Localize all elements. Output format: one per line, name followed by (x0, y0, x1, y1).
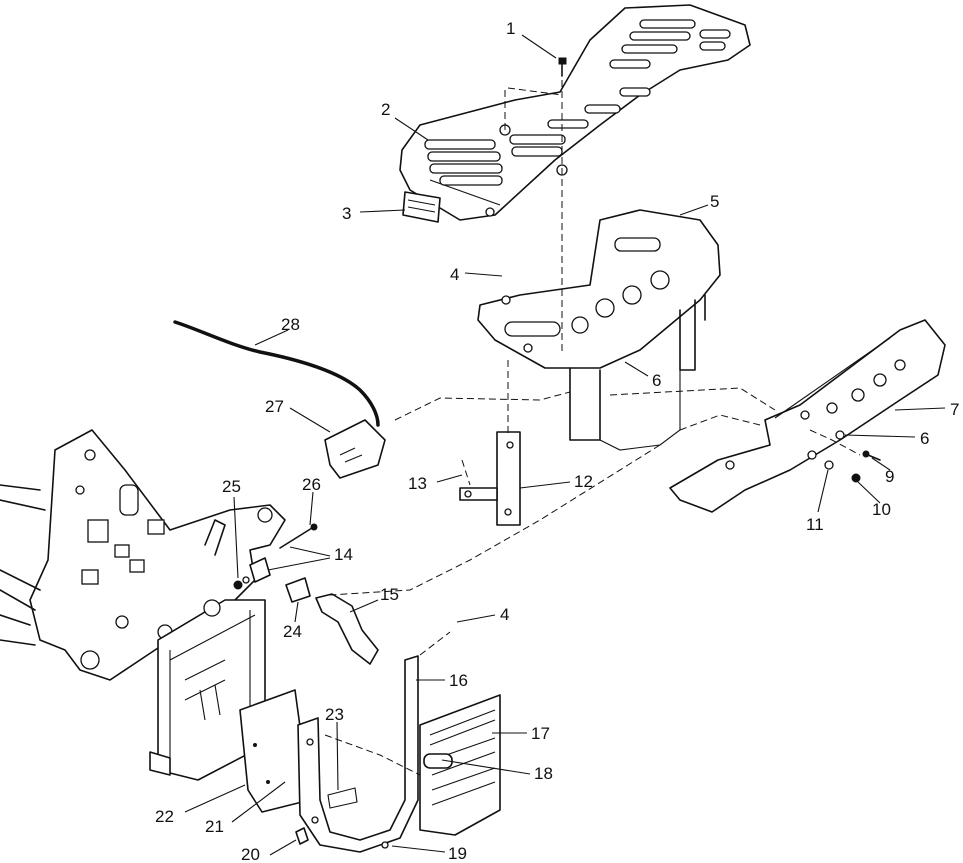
callout-19: 19 (448, 844, 467, 863)
upper-rack-part (399, 4, 751, 221)
tail-light-part (324, 419, 386, 479)
side-tube-part (297, 655, 419, 853)
radiator-part (149, 599, 266, 781)
callout-3: 3 (342, 204, 351, 223)
callout-1: 1 (506, 19, 515, 38)
reflector-part (402, 191, 441, 223)
callout-20: 20 (241, 845, 260, 863)
callout-2: 2 (381, 100, 390, 119)
small-hardware (295, 827, 389, 849)
wire-harness-part (173, 320, 380, 427)
callout-28: 28 (281, 315, 300, 334)
callout-4: 4 (450, 265, 459, 284)
callout-22: 22 (155, 807, 174, 826)
rear-bumper-part (669, 319, 946, 513)
bolt-part (558, 57, 567, 77)
callout-23: 23 (325, 705, 344, 724)
callout-16: 16 (449, 671, 468, 690)
callout-11: 11 (806, 515, 824, 534)
mud-flap-right (419, 694, 501, 836)
callout-15: 15 (380, 585, 399, 604)
callout-9: 9 (885, 467, 894, 486)
callout-18: 18 (534, 764, 553, 783)
callout-25: 25 (222, 477, 241, 496)
callout-13: 13 (408, 474, 427, 493)
mud-flap-left (239, 689, 311, 813)
callout-6-bumper: 6 (920, 429, 929, 448)
callout-labels: 1 2 3 4 4 5 6 6 7 9 10 11 12 13 14 15 16… (155, 19, 959, 863)
callout-7: 7 (950, 400, 959, 419)
callout-12: 12 (574, 472, 593, 491)
bracket-part (459, 431, 521, 526)
bumper-hardware (824, 430, 881, 483)
leader-lines (184, 34, 946, 856)
callout-10: 10 (872, 500, 891, 519)
callout-6: 6 (652, 371, 661, 390)
callout-21: 21 (205, 817, 224, 836)
frame-hardware (233, 523, 318, 603)
tube-connector-part (315, 593, 379, 665)
callout-17: 17 (531, 724, 550, 743)
callout-26: 26 (302, 475, 321, 494)
rack-support-part (477, 209, 721, 451)
assembly-lines (324, 80, 861, 776)
callout-27: 27 (265, 397, 284, 416)
callout-14: 14 (334, 545, 353, 564)
callout-24: 24 (283, 622, 302, 641)
callout-5: 5 (710, 192, 719, 211)
callout-4-lower: 4 (500, 605, 509, 624)
